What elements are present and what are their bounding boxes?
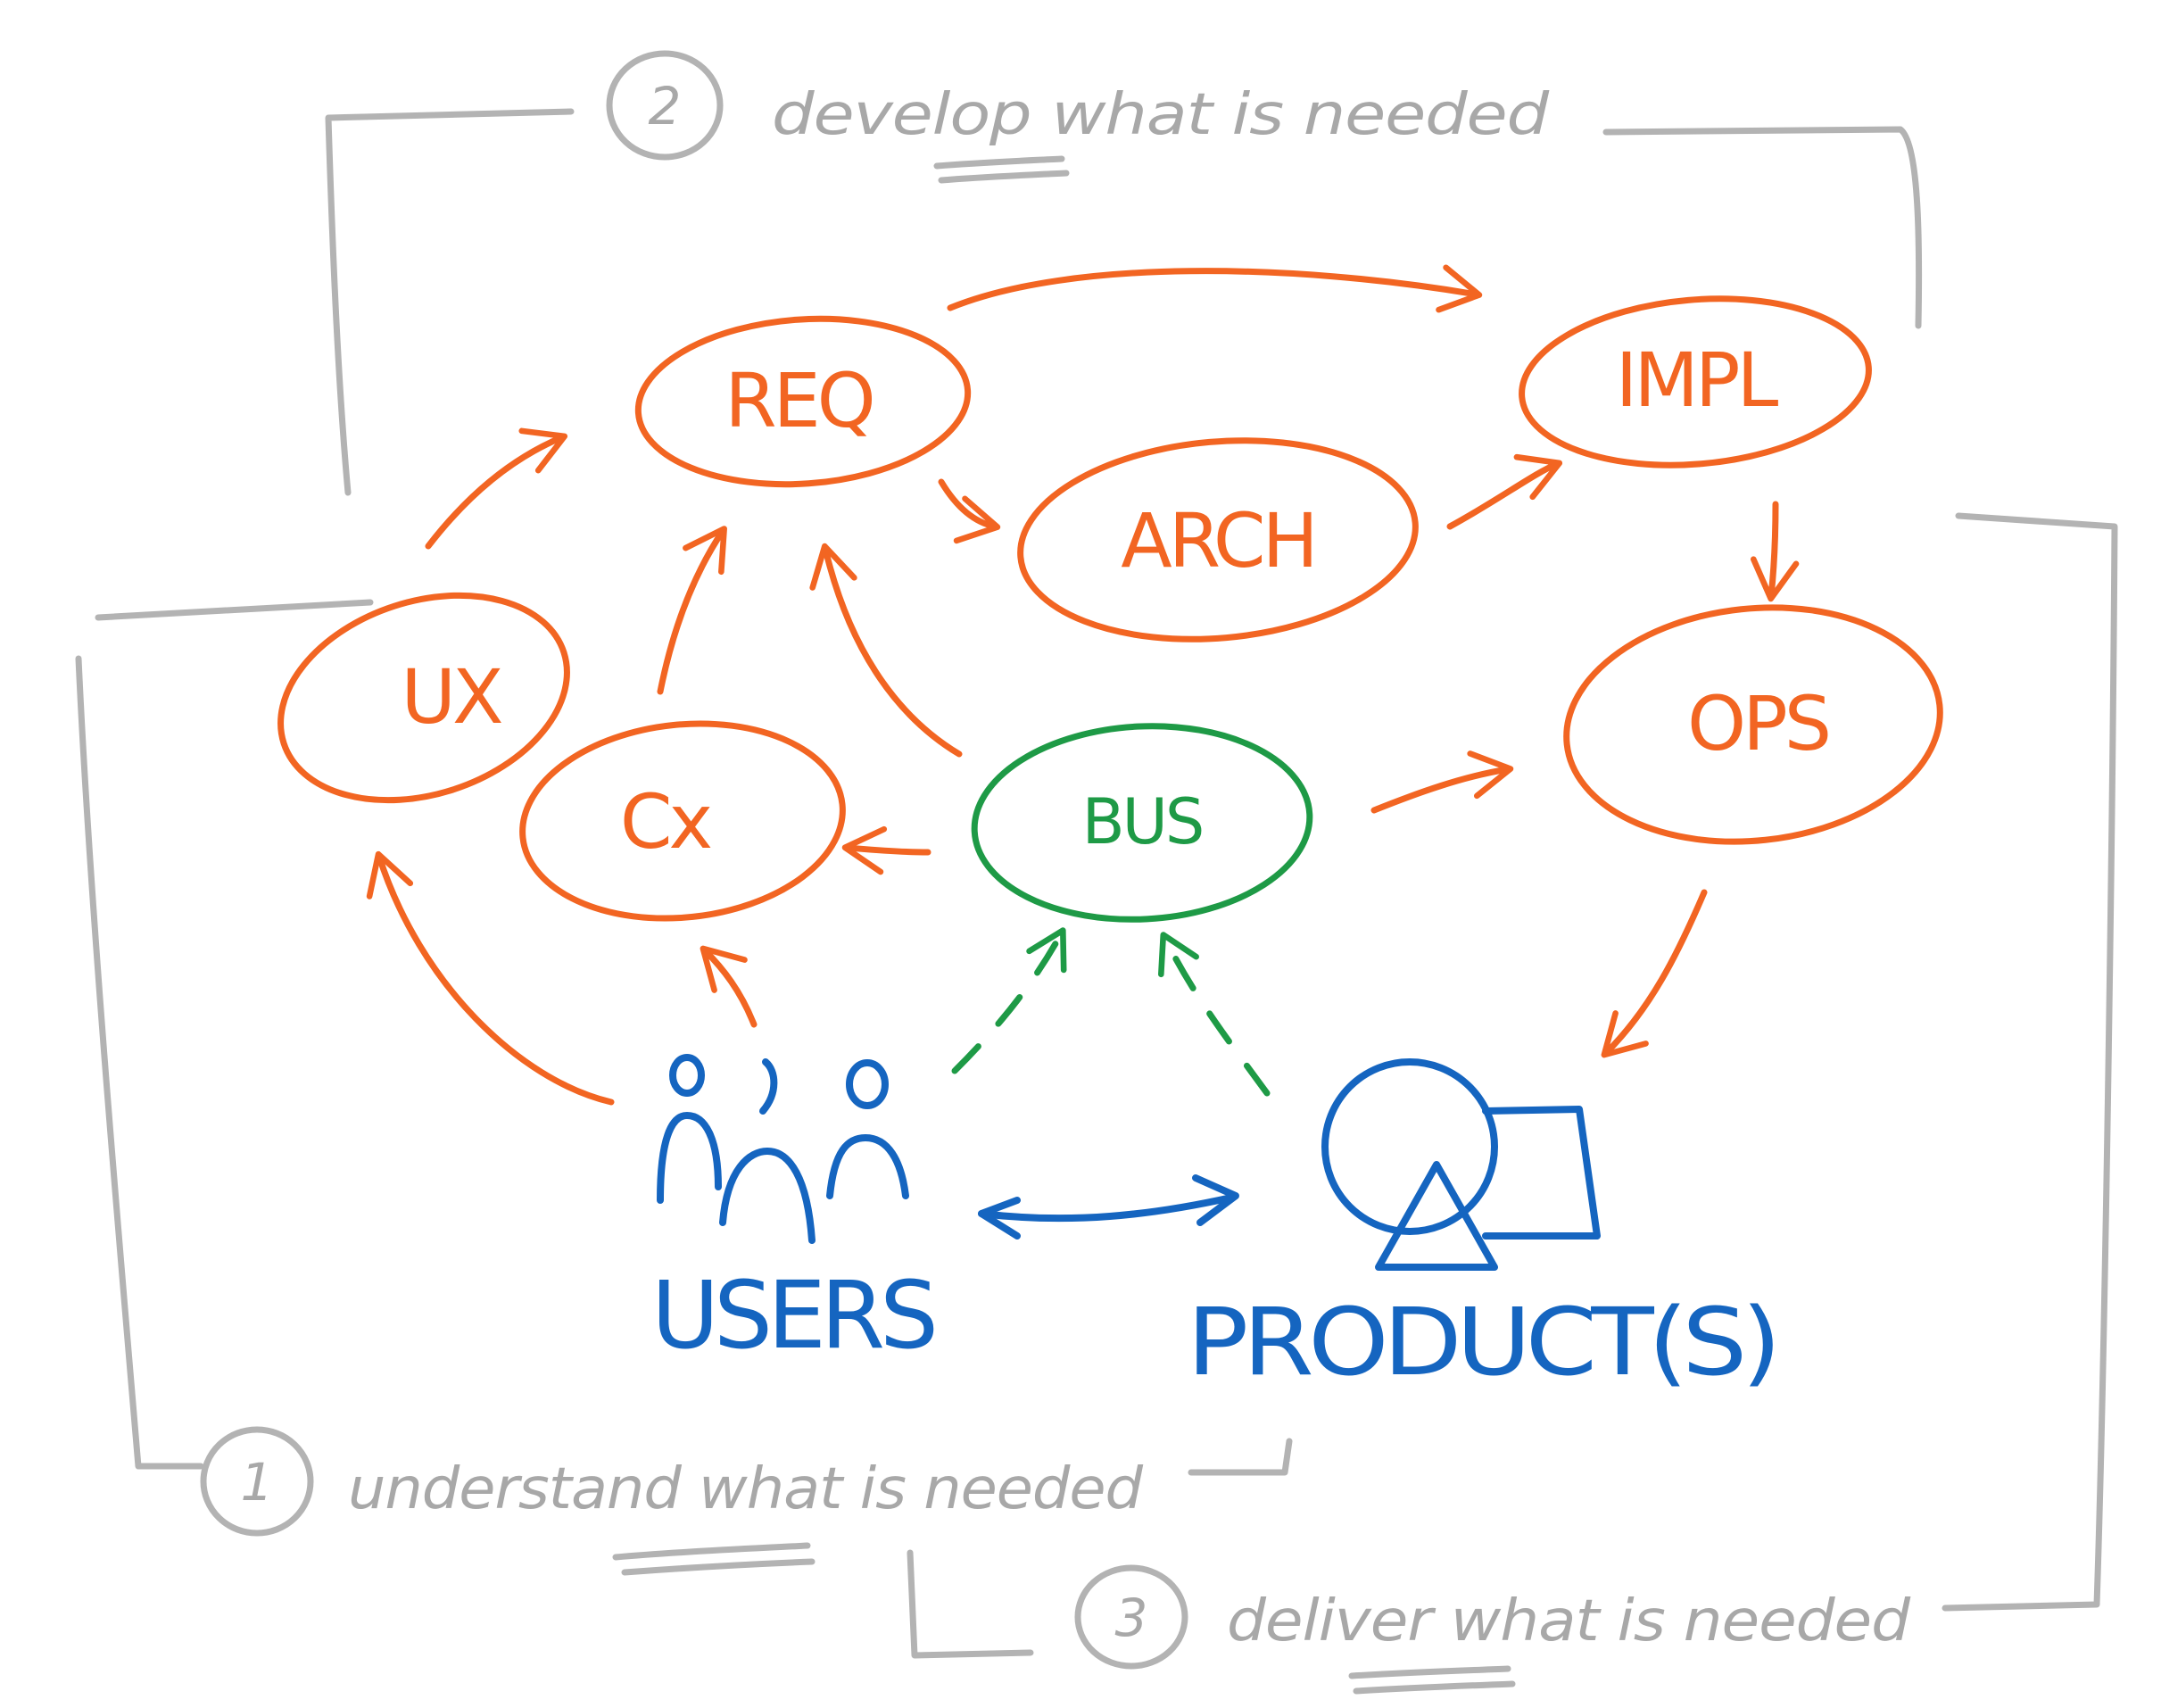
phase-1-number-circle — [200, 1426, 314, 1537]
node-req-label: REQ — [724, 357, 873, 444]
users-icon — [657, 1054, 909, 1244]
process-arrows — [366, 264, 1800, 1106]
phase-2-label: develop what is needed — [772, 82, 1550, 148]
phase-bracket-1 — [75, 599, 1293, 1576]
business-input-arrows — [951, 927, 1271, 1097]
arrow-cx-to-req — [657, 526, 727, 695]
arrow-users-to-bus — [951, 927, 1067, 1074]
arrow-arch-to-impl — [1446, 453, 1563, 530]
phase-bracket-2 — [325, 108, 1923, 496]
phase-bracket-3 — [907, 512, 2118, 1695]
arrow-ux-to-req — [425, 427, 568, 550]
phase-3-number-circle — [1074, 1564, 1188, 1670]
node-ops-label: OPS — [1687, 680, 1828, 767]
arrow-bus-to-req — [809, 543, 963, 758]
node-req: REQ — [634, 315, 972, 488]
node-ux: UX — [277, 592, 570, 804]
node-ux-label: UX — [401, 653, 501, 741]
phase-2-number: 2 — [649, 76, 682, 137]
arrow-bus-to-cx — [841, 825, 931, 875]
node-bus: BUS — [971, 723, 1313, 923]
phase-3-label: deliver what is needed — [1227, 1588, 1910, 1654]
arrow-products-to-bus — [1158, 932, 1271, 1097]
users-products-exchange-arrow — [978, 1174, 1239, 1240]
phase-2-number-circle — [606, 50, 724, 161]
node-impl: IMPL — [1519, 295, 1872, 468]
node-cx: Cx — [519, 720, 846, 922]
arrow-req-to-arch — [938, 478, 1001, 544]
phase-1-number: 1 — [241, 1452, 274, 1513]
users-label: USERS — [651, 1261, 934, 1370]
products-label: PRODUCT(S) — [1187, 1288, 1776, 1397]
node-bus-label: BUS — [1082, 785, 1203, 858]
arrow-bus-to-ops — [1370, 750, 1514, 814]
products-icon — [1321, 1058, 1601, 1271]
arrow-ops-to-products — [1601, 889, 1708, 1058]
node-cx-label: Cx — [620, 778, 711, 866]
arrow-impl-to-ops — [1750, 501, 1800, 602]
arrow-users-to-ux — [366, 850, 615, 1106]
node-arch-label: ARCH — [1121, 497, 1314, 585]
arrow-users-to-cx — [700, 945, 758, 1028]
arrow-req-to-impl — [947, 264, 1483, 313]
phase-3-number: 3 — [1115, 1588, 1148, 1648]
node-impl-label: IMPL — [1616, 336, 1779, 424]
phase-1-label: understand what is needed — [348, 1456, 1143, 1522]
node-ops: OPS — [1563, 604, 1943, 845]
node-arch: ARCH — [1017, 437, 1419, 643]
